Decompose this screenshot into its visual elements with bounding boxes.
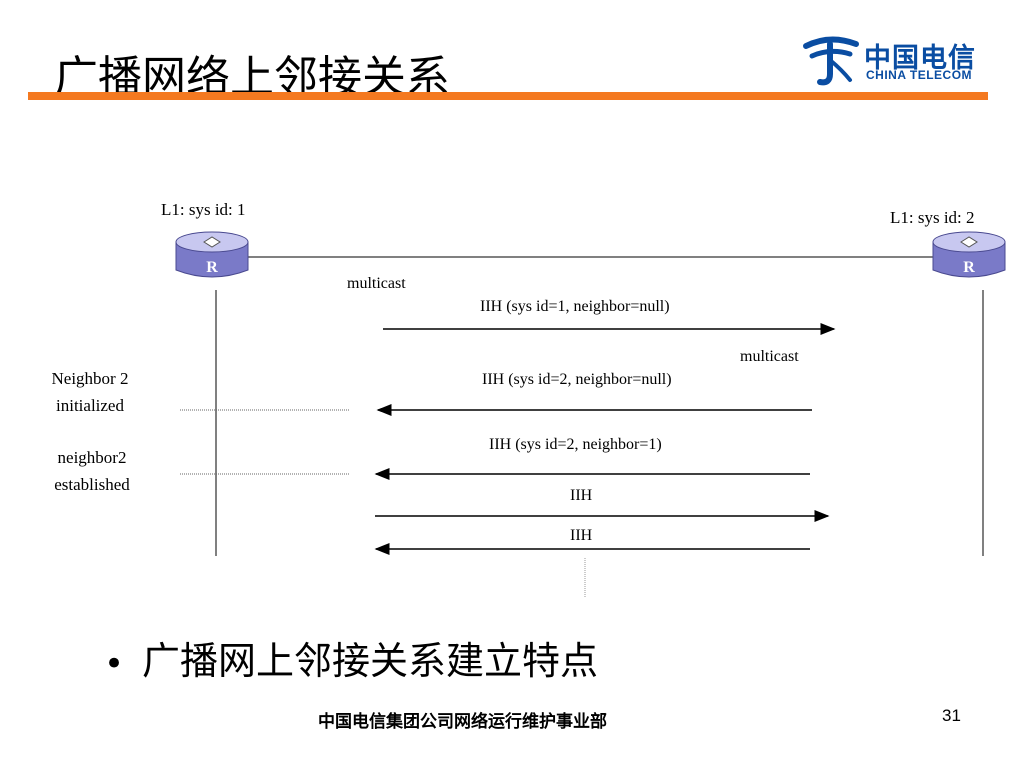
router-left-icon: R — [175, 231, 249, 278]
router-left-glyph: R — [206, 259, 218, 276]
msg1-iih-label: IIH (sys id=1, neighbor=null) — [480, 298, 670, 315]
logo-name-cn: 中国电信 — [864, 43, 976, 74]
msg5-iih-label: IIH — [570, 527, 593, 544]
note-initialized: initialized — [56, 396, 124, 415]
note-neighbor2-line2: neighbor2 — [57, 448, 127, 467]
bullet-text: 广播网上邻接关系建立特点 — [142, 639, 599, 683]
router-right-glyph: R — [963, 259, 975, 276]
msg4-iih-label: IIH — [570, 487, 593, 504]
msg2-multicast-label: multicast — [740, 348, 799, 365]
msg3-iih-label: IIH (sys id=2, neighbor=1) — [489, 436, 662, 453]
bullet-dot-icon: • — [104, 644, 125, 684]
title-underline-bar — [28, 92, 988, 100]
router-left-label: L1: sys id: 1 — [161, 200, 246, 219]
router-right-icon: R — [932, 231, 1006, 278]
slide-footer: 中国电信集团公司网络运行维护事业部 — [318, 712, 607, 732]
note-established: established — [54, 475, 130, 494]
router-right-label: L1: sys id: 2 — [890, 208, 975, 227]
telecom-emblem-icon — [803, 36, 859, 86]
page-number: 31 — [942, 706, 961, 725]
msg1-multicast-label: multicast — [347, 275, 406, 292]
logo-name-en: CHINA TELECOM — [866, 68, 973, 82]
msg2-iih-label: IIH (sys id=2, neighbor=null) — [482, 371, 672, 388]
china-telecom-logo — [800, 30, 990, 90]
note-neighbor2-line1: Neighbor 2 — [51, 369, 129, 388]
